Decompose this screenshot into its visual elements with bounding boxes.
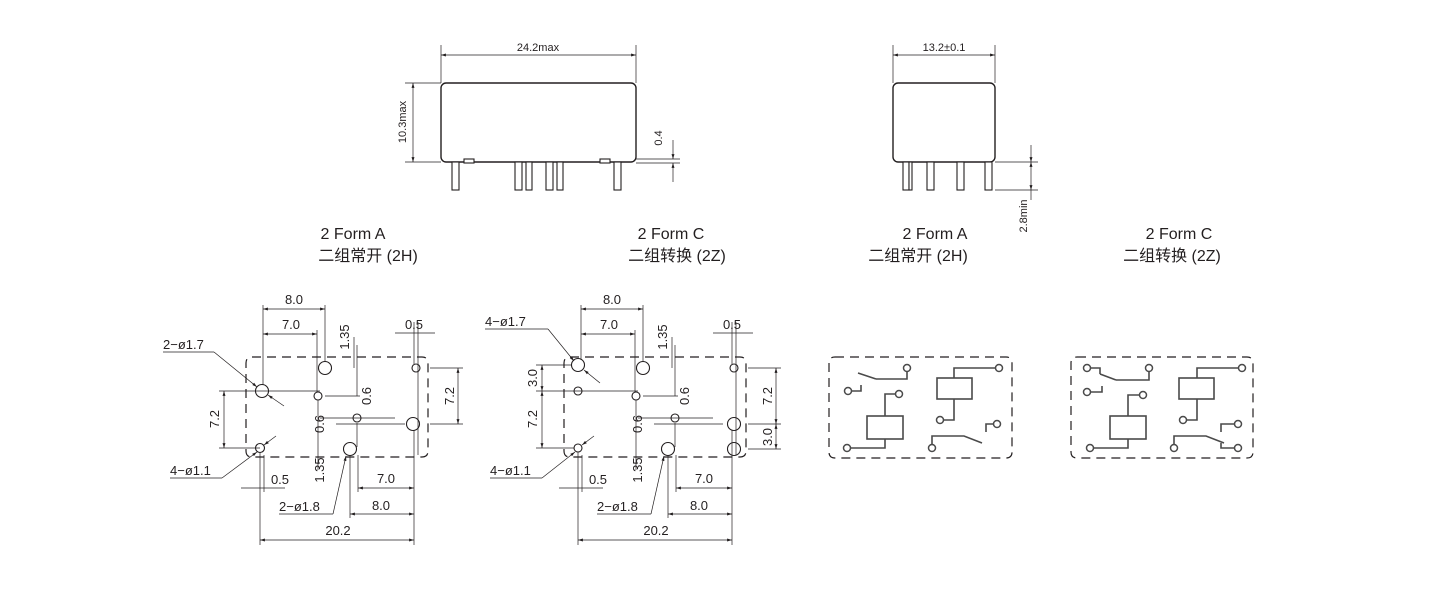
pcb-layout-2z: 8.0 7.0 1.35 0.5 4−ø1.7 3.0 7.2 4−ø1.1 0… [485, 292, 781, 545]
height-dim: 10.3max [397, 100, 409, 143]
schematic-2z [1070, 356, 1254, 459]
dim-7.2-right: 7.2 [442, 387, 457, 405]
label-title: 2 Form C [1146, 226, 1213, 243]
hole-callout-1.8: 2−ø1.8 [279, 499, 320, 514]
dim-3.0-right: 3.0 [760, 428, 775, 446]
dim-1.35: 1.35 [337, 324, 352, 349]
form-labels: 2 Form A 二组常开 (2H) 2 Form C 二组转换 (2Z) 2 … [318, 226, 1221, 265]
label-title: 2 Form C [638, 226, 705, 243]
hole-callout-1.1: 4−ø1.1 [490, 463, 531, 478]
dim-3.0-left: 3.0 [525, 369, 540, 387]
dim-8: 8.0 [603, 292, 621, 307]
width-dim: 24.2max [517, 42, 560, 54]
pcb-layout-2h: 8.0 7.0 1.35 0.5 2−ø1.7 7.2 4−ø1.1 0.5 0… [163, 292, 463, 545]
dim-8-bottom: 8.0 [690, 498, 708, 513]
dim-7: 7.0 [600, 317, 618, 332]
dim-8-bottom: 8.0 [372, 498, 390, 513]
front-side-view: 24.2max 10.3max 0.4 [397, 42, 680, 191]
dim-0.6-a: 0.6 [359, 387, 374, 405]
end-side-view: 13.2±0.1 2.8min [892, 42, 1038, 233]
label-subtitle: 二组常开 (2H) [318, 247, 418, 265]
dim-0.6-a: 0.6 [677, 387, 692, 405]
gap-dim: 0.4 [653, 130, 665, 145]
dim-7.2-right: 7.2 [760, 387, 775, 405]
dim-7.2-left: 7.2 [525, 410, 540, 428]
hole-callout-1.8: 2−ø1.8 [597, 499, 638, 514]
dim-0.5: 0.5 [723, 317, 741, 332]
label-subtitle: 二组转换 (2Z) [1123, 247, 1221, 265]
label-subtitle: 二组常开 (2H) [868, 247, 968, 265]
dim-7-bottom: 7.0 [377, 471, 395, 486]
dim-7: 7.0 [282, 317, 300, 332]
dim-0.6-b: 0.6 [312, 415, 327, 433]
hole-callout-1.1: 4−ø1.1 [170, 463, 211, 478]
dim-0.5-bottom: 0.5 [271, 472, 289, 487]
width-dim: 13.2±0.1 [923, 42, 966, 54]
dim-1.35-bottom: 1.35 [630, 457, 645, 482]
dim-1.35: 1.35 [655, 324, 670, 349]
label-title: 2 Form A [321, 226, 386, 243]
dim-20.2: 20.2 [325, 523, 350, 538]
dim-8: 8.0 [285, 292, 303, 307]
label-subtitle: 二组转换 (2Z) [628, 247, 726, 265]
dim-0.6-b: 0.6 [630, 415, 645, 433]
dim-7-bottom: 7.0 [695, 471, 713, 486]
schematic-2h [828, 356, 1013, 459]
dim-7.2-left: 7.2 [207, 410, 222, 428]
dim-20.2: 20.2 [643, 523, 668, 538]
dim-1.35-bottom: 1.35 [312, 457, 327, 482]
dim-0.5: 0.5 [405, 317, 423, 332]
dim-0.5-bottom: 0.5 [589, 472, 607, 487]
hole-callout-1.7: 4−ø1.7 [485, 314, 526, 329]
hole-callout-1.7: 2−ø1.7 [163, 337, 204, 352]
label-title: 2 Form A [903, 226, 968, 243]
pin-dim: 2.8min [1018, 199, 1030, 232]
